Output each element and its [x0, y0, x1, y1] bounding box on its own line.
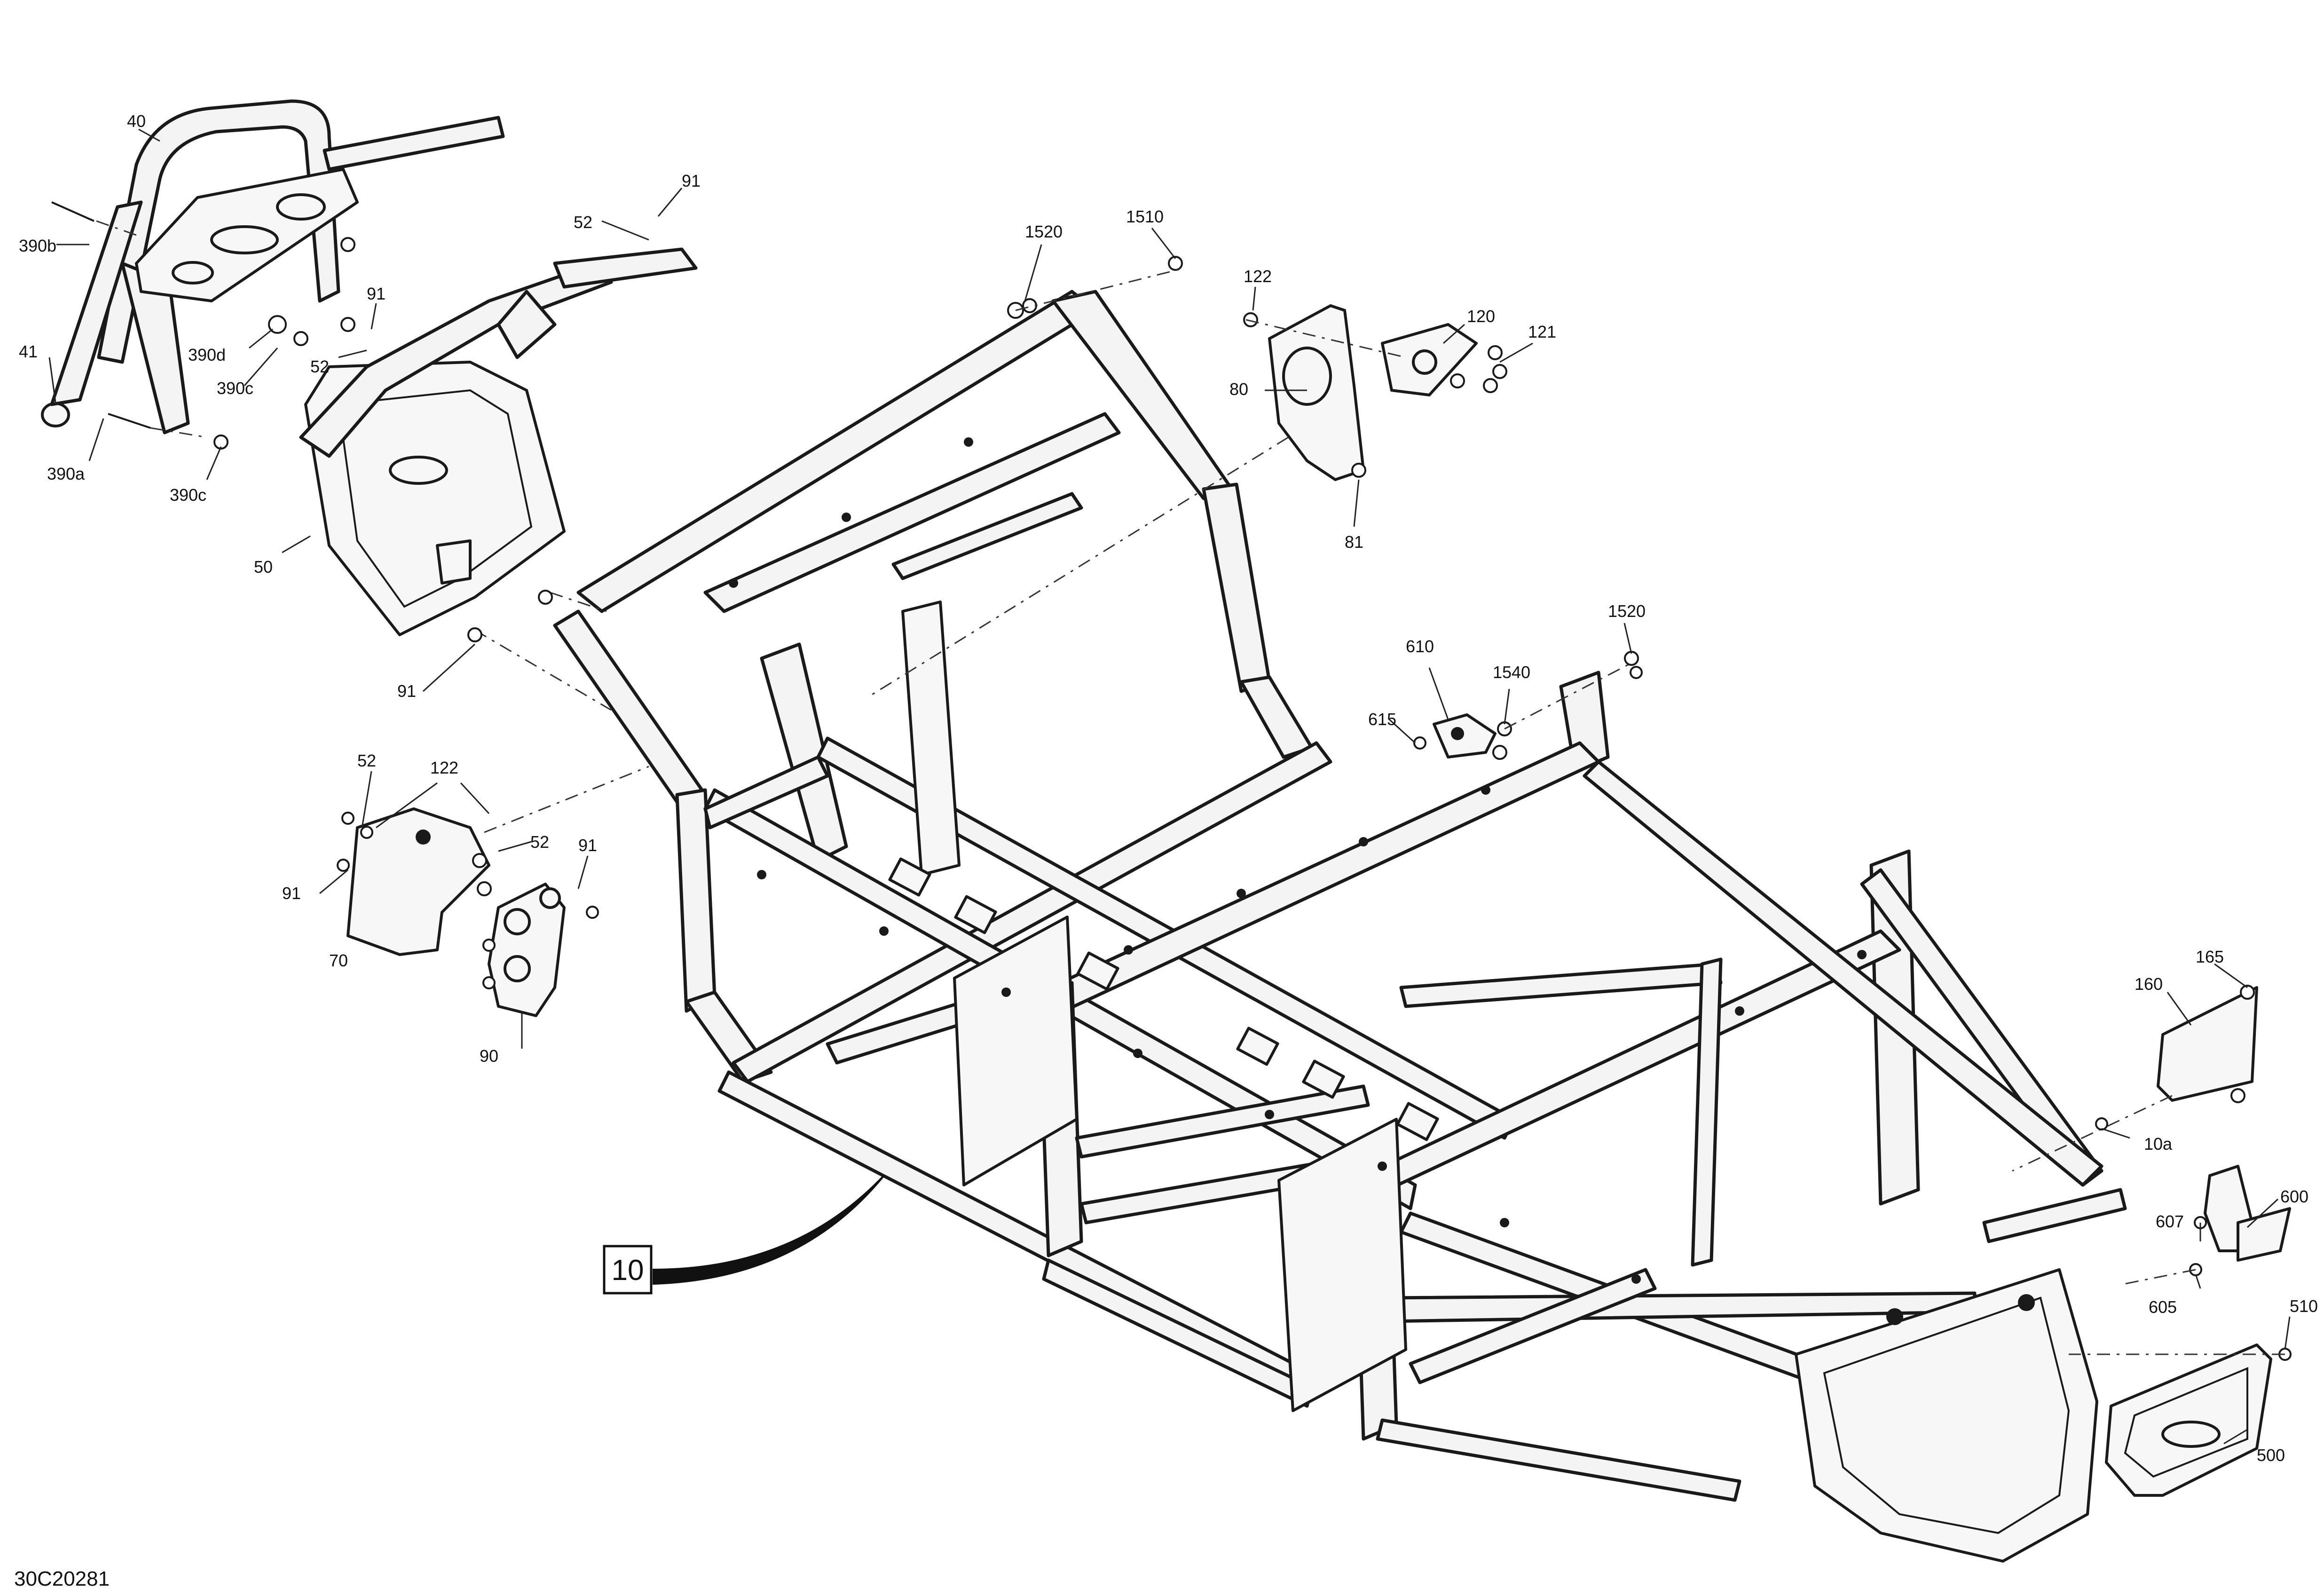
frame-holes — [729, 437, 1867, 1284]
callout-510: 510 — [2290, 1296, 2318, 1316]
callout-70: 70 — [329, 951, 348, 970]
callout-91-mid: 91 — [367, 284, 386, 303]
callout-390c-upper: 390c — [217, 379, 253, 398]
callout-1520-right: 1520 — [1608, 601, 1646, 621]
assembly-ref-10: 10 — [603, 1175, 885, 1295]
callout-390a: 390a — [47, 464, 85, 483]
callout-122-top: 122 — [1244, 267, 1272, 286]
assembly-ref-label: 10 — [612, 1254, 644, 1287]
skid-plate-500 — [2069, 1343, 2292, 1497]
upper-fasteners — [1007, 256, 1185, 319]
callout-50: 50 — [254, 557, 273, 577]
callout-91-left: 91 — [282, 884, 301, 903]
callout-91-lower: 91 — [397, 681, 416, 701]
panel-160 — [2012, 985, 2258, 1172]
callout-160: 160 — [2135, 974, 2163, 994]
callout-80: 80 — [1229, 379, 1248, 399]
callout-10a: 10a — [2144, 1134, 2173, 1154]
callout-600: 600 — [2280, 1187, 2308, 1206]
document-code: 30C20281 — [14, 1567, 110, 1590]
callout-81: 81 — [1345, 532, 1363, 552]
leader-lines — [48, 128, 2291, 1445]
callout-40: 40 — [127, 111, 146, 131]
callout-165: 165 — [2196, 947, 2224, 966]
bracket-600 — [2125, 1165, 2291, 1285]
callout-122-left: 122 — [430, 758, 458, 777]
callout-52-top: 52 — [574, 213, 592, 232]
callout-605: 605 — [2149, 1297, 2177, 1317]
front-bumper-assembly — [41, 99, 505, 450]
callout-615: 615 — [1368, 710, 1396, 729]
callout-1540: 1540 — [1493, 663, 1530, 682]
callout-41: 41 — [19, 342, 38, 361]
bracket-assembly-80-120 — [869, 304, 1507, 697]
callout-607: 607 — [2156, 1212, 2184, 1231]
callout-610: 610 — [1406, 637, 1434, 656]
callout-91-right: 91 — [578, 836, 597, 855]
callout-52-right: 52 — [530, 832, 549, 852]
callout-390d: 390d — [188, 345, 226, 364]
callout-91-top: 91 — [682, 171, 701, 190]
skid-plate-50 — [299, 247, 698, 711]
callout-390b: 390b — [19, 236, 56, 255]
bracket-70 — [337, 766, 649, 956]
callout-120: 120 — [1467, 307, 1495, 326]
callout-390c-lower: 390c — [170, 485, 206, 505]
assembly-ref-box — [603, 1245, 653, 1295]
bracket-90 — [482, 883, 599, 1017]
callout-52-left: 52 — [357, 751, 376, 770]
callout-500: 500 — [2257, 1446, 2285, 1465]
main-vehicle-frame — [553, 290, 2127, 1563]
callout-52-mid: 52 — [310, 357, 329, 376]
callout-1520-top: 1520 — [1025, 222, 1063, 241]
callout-121: 121 — [1528, 322, 1556, 341]
callout-90: 90 — [480, 1046, 498, 1066]
callout-1510: 1510 — [1126, 207, 1164, 226]
callout-labels: 40 41 390b 390d 390c 390a 390c 91 52 91 … — [19, 111, 2318, 1465]
